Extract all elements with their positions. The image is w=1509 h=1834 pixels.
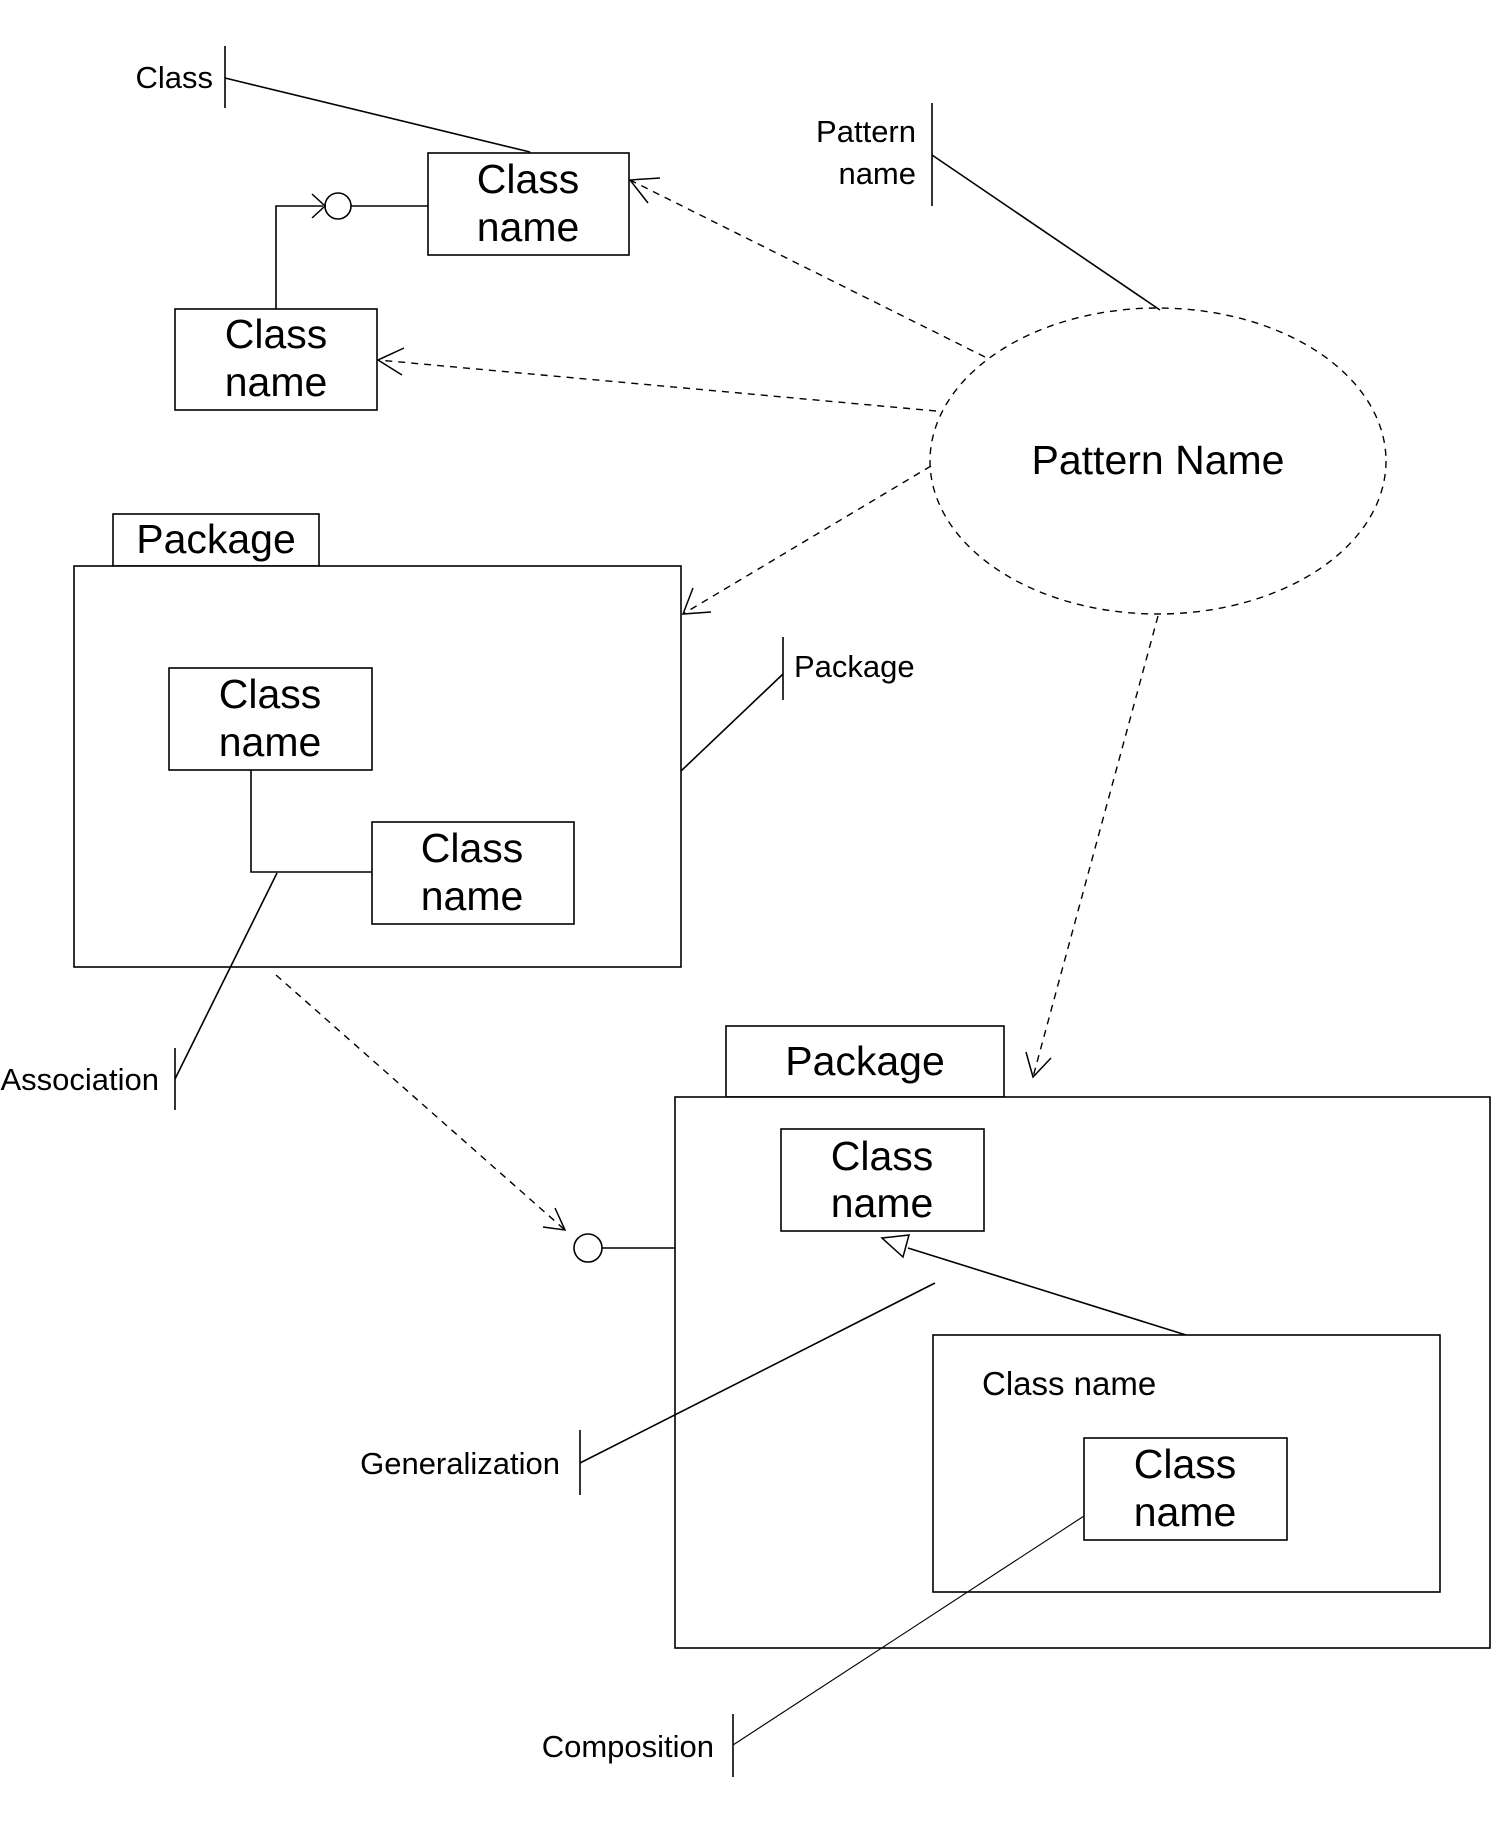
callout-association: Association	[0, 872, 278, 1110]
svg-text:Association: Association	[0, 1062, 159, 1097]
class-box-pkg2-inner[interactable]: Class name	[1083, 1437, 1288, 1541]
svg-text:Class: Class	[477, 156, 580, 202]
svg-text:Pattern: Pattern	[816, 114, 916, 149]
dependency-arrow-to-package-2	[1025, 615, 1159, 1079]
callout-pattern-name: Pattern name	[816, 103, 1161, 311]
association-line	[250, 770, 372, 873]
svg-text:name: name	[831, 1180, 934, 1226]
svg-text:name: name	[838, 156, 916, 191]
class-box-left[interactable]: Class name	[174, 308, 378, 411]
callout-package: Package	[680, 637, 915, 772]
dependency-arrow-to-top-class	[628, 177, 986, 358]
dependency-arrow-pkg1-to-interface	[275, 974, 567, 1231]
interface-lollipop-pkg2	[573, 1233, 676, 1263]
dependency-arrow-to-left-class	[376, 347, 937, 412]
dependency-arrow-to-package-1	[681, 465, 932, 615]
svg-text:Composition: Composition	[542, 1729, 714, 1764]
callout-composition: Composition	[542, 1515, 1085, 1777]
svg-text:name: name	[219, 719, 322, 765]
pattern-ellipse[interactable]: Pattern Name	[929, 307, 1387, 615]
svg-text:Class: Class	[219, 671, 322, 717]
callout-generalization: Generalization	[360, 1282, 936, 1495]
svg-text:Class: Class	[831, 1133, 934, 1179]
svg-text:Generalization: Generalization	[360, 1446, 560, 1481]
callout-class-label: Class	[135, 60, 213, 95]
class-box-top[interactable]: Class name	[427, 152, 630, 256]
package-2-tab-label: Package	[785, 1038, 945, 1084]
generalization-arrow	[880, 1234, 1187, 1336]
package-1-tab-label: Package	[136, 516, 296, 562]
svg-text:name: name	[421, 873, 524, 919]
outer-class-name: Class name	[982, 1365, 1156, 1402]
svg-text:name: name	[477, 204, 580, 250]
svg-text:name: name	[225, 359, 328, 405]
callout-class: Class	[135, 46, 531, 153]
svg-text:Class: Class	[421, 825, 524, 871]
svg-text:Class: Class	[1134, 1441, 1237, 1487]
svg-text:name: name	[1134, 1489, 1237, 1535]
interface-lollipop-top	[275, 192, 428, 309]
svg-text:Class: Class	[225, 311, 328, 357]
svg-text:Package: Package	[794, 649, 915, 684]
class-box-pkg1-a[interactable]: Class name	[168, 667, 373, 771]
pattern-name-label: Pattern Name	[1032, 437, 1285, 483]
class-box-pkg2-a[interactable]: Class name	[780, 1128, 985, 1232]
class-box-pkg1-b[interactable]: Class name	[371, 821, 575, 925]
